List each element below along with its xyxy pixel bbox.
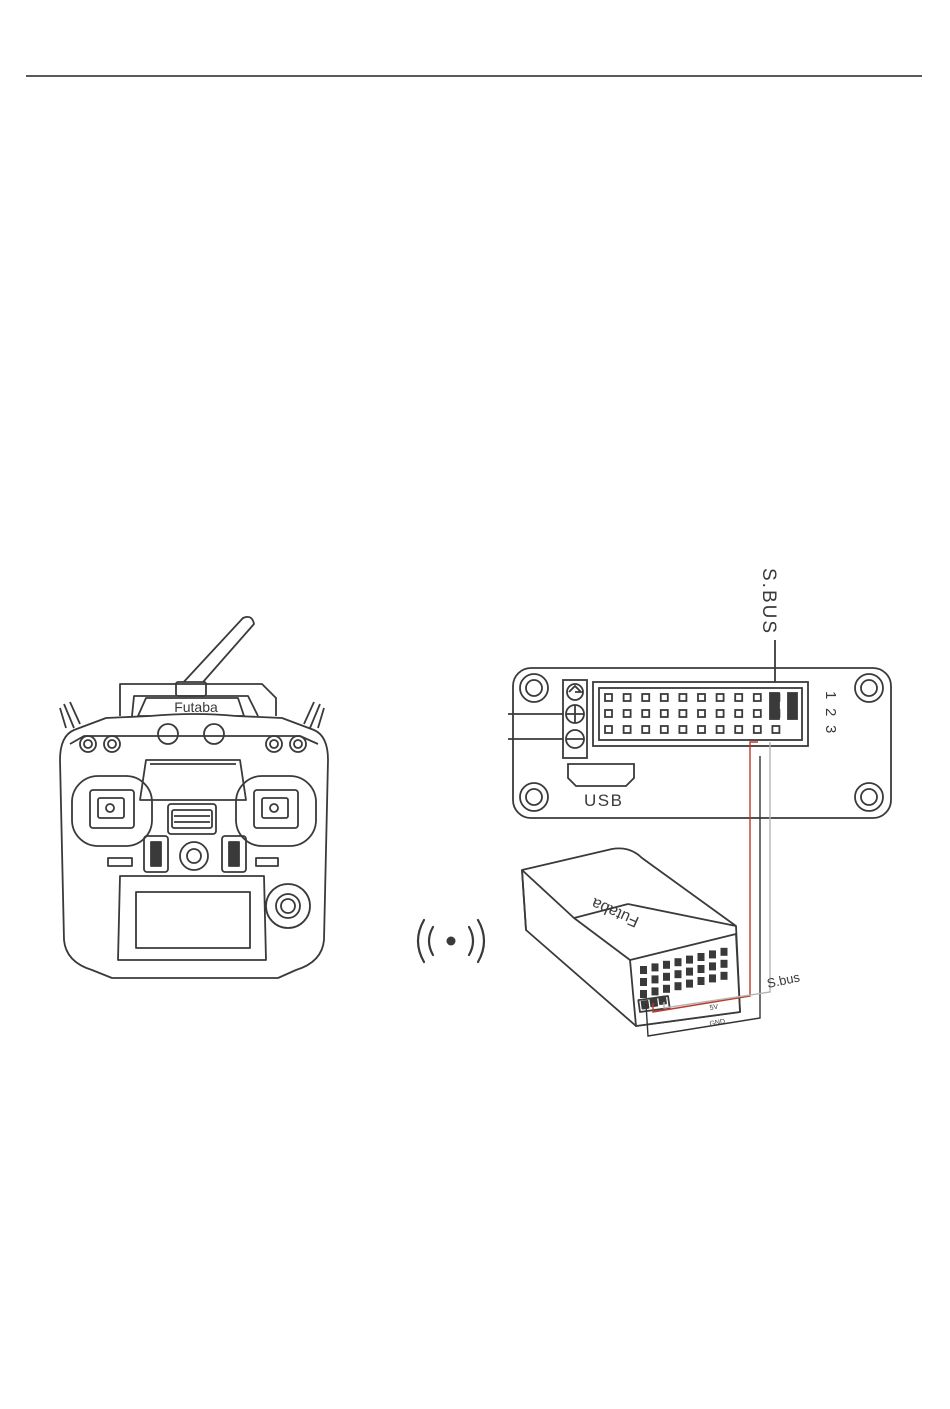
- receiver-pin: [663, 961, 670, 969]
- sbus-wire-label: S.bus: [766, 969, 802, 991]
- receiver-pin: [652, 963, 659, 971]
- receiver: [522, 848, 740, 1026]
- receiver-pin: [640, 990, 647, 998]
- receiver-pin: [640, 978, 647, 986]
- receiver-pin: [686, 956, 693, 964]
- receiver-pin: [721, 948, 728, 956]
- transmitter-brand-label: Futaba: [174, 699, 218, 715]
- left-toggle-switch: [60, 702, 80, 728]
- transmitter: Futaba: [60, 617, 328, 978]
- right-toggle-switch: [304, 702, 324, 728]
- receiver-pin: [675, 982, 682, 990]
- ground-wire-label: GND: [709, 1018, 726, 1028]
- lcd-screen: [136, 892, 250, 948]
- receiver-pin: [698, 977, 705, 985]
- receiver-pin: [721, 960, 728, 968]
- receiver-pin: [675, 970, 682, 978]
- receiver-pin: [686, 968, 693, 976]
- receiver-pin: [686, 980, 693, 988]
- wireless-signal-icon: [418, 920, 484, 962]
- receiver-pin: [709, 974, 716, 982]
- receiver-pin: [698, 953, 705, 961]
- antenna: [180, 617, 254, 690]
- usb-label: USB: [584, 791, 623, 810]
- receiver-pin: [652, 975, 659, 983]
- row-number-1: 1: [822, 691, 839, 699]
- receiver-pin: [663, 985, 670, 993]
- receiver-pin: [709, 962, 716, 970]
- sbus-jumper-2: [788, 693, 797, 719]
- receiver-pin: [640, 966, 647, 974]
- sbus-label: S.BUS: [758, 568, 779, 635]
- receiver-pin: [698, 965, 705, 973]
- receiver-pin: [663, 973, 670, 981]
- row-number-3: 3: [822, 725, 839, 733]
- receiver-pin: [721, 972, 728, 980]
- sbus-jumper-1: [770, 693, 779, 719]
- row-number-2: 2: [822, 708, 839, 716]
- receiver-pin: [709, 950, 716, 958]
- receiver-pin: [652, 987, 659, 995]
- receiver-pin: [675, 958, 682, 966]
